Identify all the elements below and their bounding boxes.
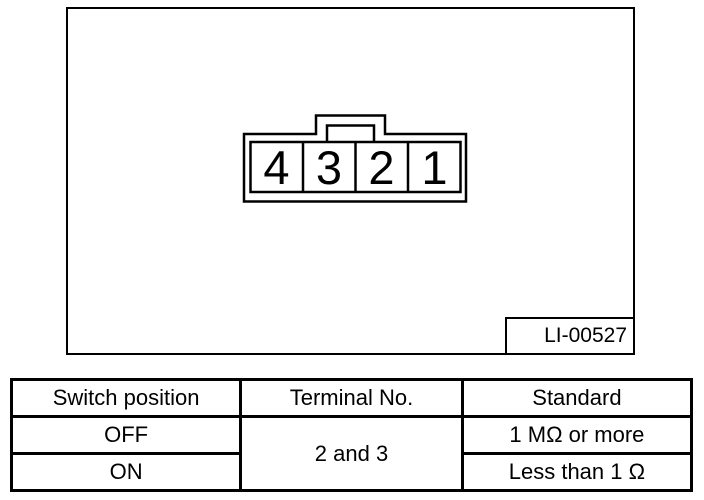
cell-standard-off: 1 MΩ or more bbox=[460, 415, 694, 455]
connector-diagram: 4 3 2 1 bbox=[242, 114, 468, 203]
connector-figure-frame: 4 3 2 1 LI-00527 bbox=[66, 7, 635, 355]
cell-switch-position-on: ON bbox=[9, 452, 243, 492]
table-header-row: Switch position Terminal No. Standard bbox=[9, 378, 694, 418]
cell-terminal-no: 2 and 3 bbox=[239, 415, 464, 492]
pin-number: 4 bbox=[263, 141, 289, 194]
pin-number: 2 bbox=[368, 141, 394, 194]
figure-id-text: LI-00527 bbox=[544, 324, 627, 347]
header-switch-position: Switch position bbox=[9, 378, 243, 418]
header-standard: Standard bbox=[460, 378, 694, 418]
pin-number: 1 bbox=[421, 141, 447, 194]
pin-number: 3 bbox=[316, 141, 342, 194]
cell-switch-position-off: OFF bbox=[9, 415, 243, 455]
table-row: ON Less than 1 Ω bbox=[9, 452, 694, 492]
table-row: OFF 2 and 3 1 MΩ or more bbox=[9, 415, 694, 492]
header-terminal-no: Terminal No. bbox=[239, 378, 464, 418]
switch-continuity-table: Switch position Terminal No. Standard OF… bbox=[9, 378, 694, 492]
figure-id-label: LI-00527 bbox=[505, 317, 633, 353]
cell-standard-on: Less than 1 Ω bbox=[460, 452, 694, 492]
connector-lock-tab bbox=[325, 124, 376, 142]
